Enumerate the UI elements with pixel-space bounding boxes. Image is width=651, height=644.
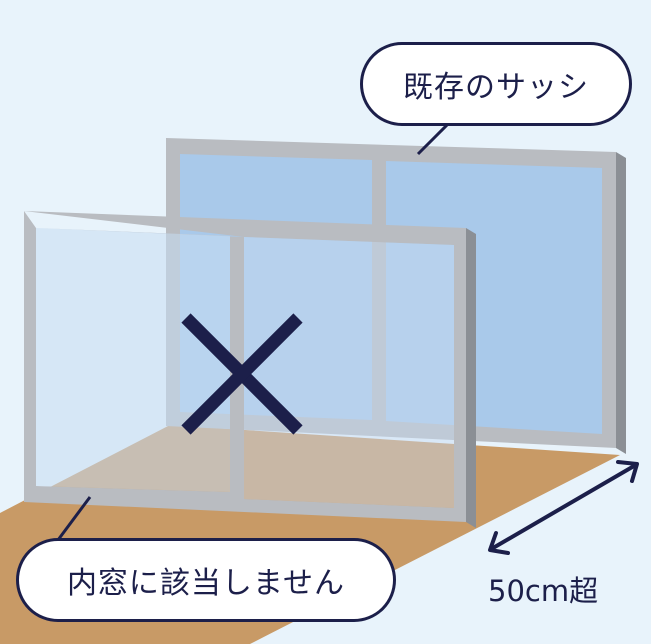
inner-window-leader-line [56,496,92,541]
existing-sash-label: 既存のサッシ [403,70,589,105]
inner-window [24,211,476,528]
inner-window-frame [24,211,466,522]
inner-window-status-label: 内窓に該当しません [66,566,346,601]
existing-sash-side [616,152,626,454]
double-arrow-icon [488,460,639,555]
inner-window-status-bubble: 内窓に該当しません [16,538,396,622]
cross-mark-icon [181,313,303,435]
inner-window-frame-side [466,228,476,528]
inner-window-glass-right [244,237,454,508]
existing-sash-bubble: 既存のサッシ [360,42,632,126]
inner-window-glass-left [36,228,230,492]
existing-sash-leader-line [416,122,450,156]
distance-label: 50cm超 [488,574,599,608]
